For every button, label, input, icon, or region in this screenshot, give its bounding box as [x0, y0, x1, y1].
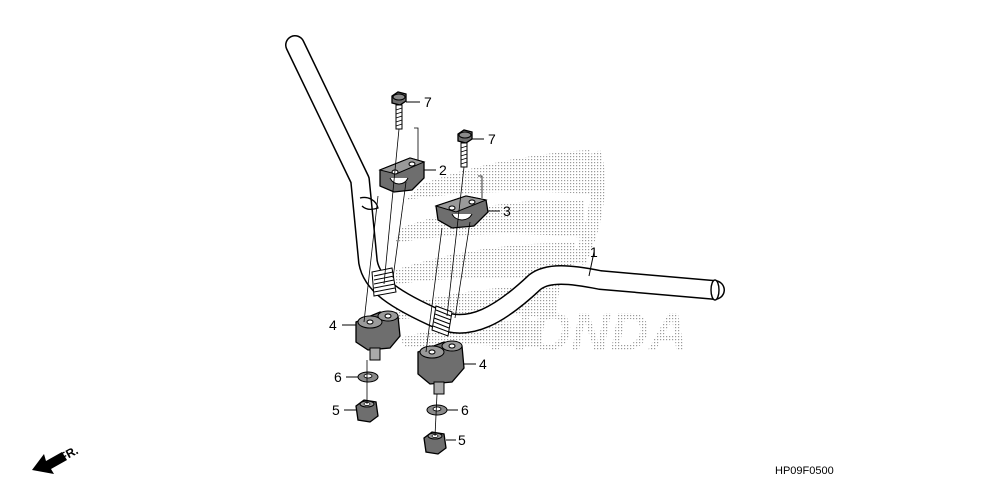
front-direction-arrow-icon [32, 452, 67, 474]
callout-upper-holder-right: 3 [503, 203, 511, 219]
assembly-guides [363, 127, 483, 437]
honda-watermark-text: HONDA [490, 302, 688, 362]
drawing-code: HP09F0500 [775, 465, 834, 477]
callout-nut-right: 5 [458, 432, 466, 448]
washer-right [426, 404, 448, 416]
callout-upper-holder-left: 2 [439, 162, 447, 178]
washer-left [357, 371, 379, 383]
callout-washer-left: 6 [334, 369, 342, 385]
callout-lower-holder-left: 4 [329, 317, 337, 333]
nut-right [423, 431, 447, 455]
bolt-right [457, 129, 473, 168]
upper-holder-right [434, 195, 489, 229]
callout-bolt-right: 7 [488, 131, 496, 147]
callout-lower-holder-right: 4 [479, 356, 487, 372]
callout-handlebar: 1 [590, 244, 598, 260]
callout-bolt-left: 7 [424, 94, 432, 110]
lower-holder-left [355, 310, 401, 361]
bolt-left [391, 91, 407, 130]
callout-washer-right: 6 [461, 402, 469, 418]
callout-nut-left: 5 [332, 402, 340, 418]
upper-holder-left [378, 157, 426, 193]
lower-holder-right [417, 340, 465, 395]
knurl-right [431, 305, 453, 337]
